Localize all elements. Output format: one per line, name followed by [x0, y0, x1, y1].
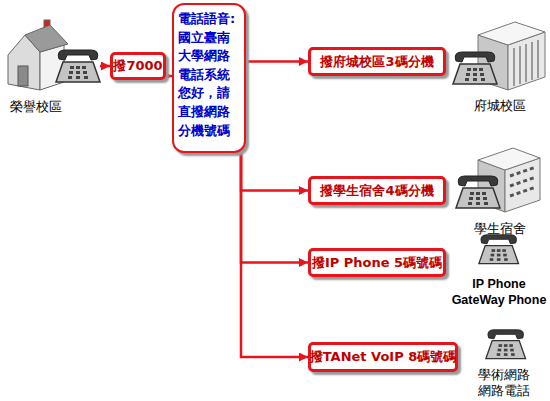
- house-door: [18, 66, 28, 86]
- process-box: 撥學生宿舍4碼分機: [308, 176, 446, 205]
- dormitory-windows: [510, 167, 536, 196]
- house-node: 榮譽校區: [0, 20, 100, 115]
- node-label: 學生宿舍: [474, 221, 526, 237]
- process-box: 撥7000: [110, 52, 166, 80]
- dormitory-illustration: [456, 148, 540, 212]
- phone-icon: [479, 235, 519, 264]
- node-label: 撥IP Phone 5碼號碼: [312, 254, 442, 272]
- flow-arrow: [246, 60, 308, 63]
- node-label: IP Phone GateWay Phone: [448, 276, 550, 308]
- flow-arrow: [241, 153, 308, 357]
- campus-building-illustration: [453, 22, 545, 90]
- building-columns: [514, 40, 538, 86]
- house-roof: [25, 25, 68, 52]
- phone-icon: [486, 330, 526, 359]
- node-label: 撥TANet VoIP 8碼號碼: [310, 348, 457, 366]
- flow-arrow: [100, 65, 110, 68]
- node-label: 撥7000: [113, 57, 162, 75]
- process-box: 撥IP Phone 5碼號碼: [308, 248, 446, 277]
- destination-node: IP Phone GateWay Phone: [448, 226, 550, 308]
- phone-icon: [456, 176, 500, 208]
- node-label: 榮譽校區: [10, 99, 62, 115]
- house-illustration: [8, 20, 100, 90]
- flow-arrow: [241, 153, 308, 191]
- node-label: 撥學生宿舍4碼分機: [320, 182, 433, 200]
- process-box: 撥府城校區3碼分機: [308, 47, 446, 76]
- dormitory-roof: [478, 148, 540, 170]
- voice-callout: 電話語音:國立臺南 大學網路 電話系統 您好，請 直撥網路 分機號碼: [172, 3, 246, 153]
- node-label: 撥府城校區3碼分機: [320, 53, 433, 71]
- destination-node: 府城校區: [450, 10, 550, 114]
- process-box: 撥TANet VoIP 8碼號碼: [308, 342, 458, 372]
- node-label: 學術網路 網路電話: [462, 367, 546, 399]
- destination-node: 學生宿舍: [450, 140, 550, 237]
- node-label: 府城校區: [474, 98, 526, 114]
- destination-node: 學術網路 網路電話: [462, 320, 546, 399]
- building-roof: [478, 22, 545, 45]
- node-label: 國立臺南 大學網路 電話系統 您好，請 直撥網路 分機號碼: [178, 29, 240, 141]
- phone-icon: [453, 52, 497, 84]
- callout-heading: 電話語音:: [178, 10, 240, 29]
- phone-icon: [56, 50, 100, 82]
- flow-arrow: [241, 153, 308, 263]
